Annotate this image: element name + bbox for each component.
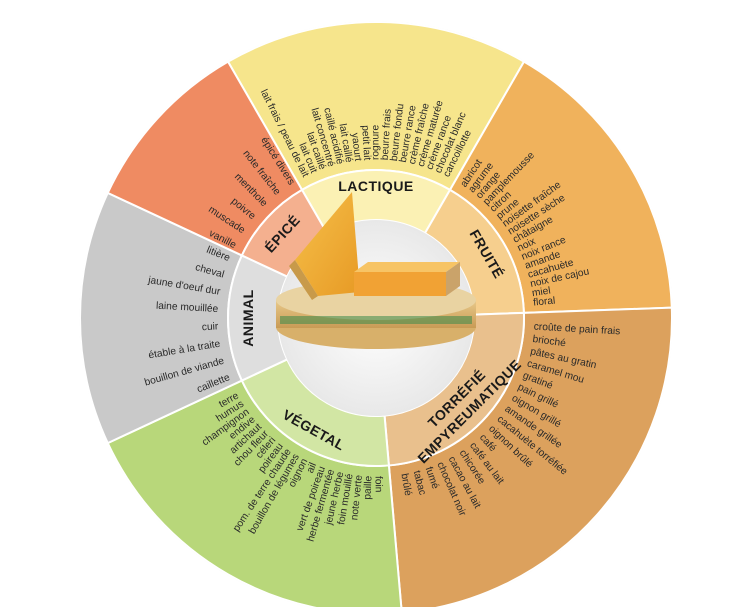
- aroma-term: croûte de pain frais: [533, 322, 620, 338]
- aroma-term: laine mouillée: [156, 301, 219, 315]
- category-label-lactique: LACTIQUE: [338, 178, 414, 194]
- aroma-term: yaourt: [349, 132, 363, 162]
- aroma-term: foin: [373, 476, 384, 493]
- aroma-term: ail: [305, 461, 319, 475]
- aroma-term: floral: [533, 296, 556, 309]
- aroma-term: brûlé: [398, 473, 413, 498]
- aroma-term: miel: [531, 285, 551, 299]
- aroma-term: petit lait: [359, 125, 372, 161]
- aroma-term: note verte: [349, 474, 365, 521]
- category-label-animal: ANIMAL: [240, 289, 256, 346]
- aroma-term: beurre frais: [380, 109, 394, 161]
- cheese-illustration: [276, 192, 476, 349]
- aroma-term: paille: [362, 475, 374, 500]
- aroma-term: rognure: [371, 125, 382, 160]
- aroma-term: brioché: [532, 334, 567, 349]
- aroma-term: cuir: [202, 321, 220, 333]
